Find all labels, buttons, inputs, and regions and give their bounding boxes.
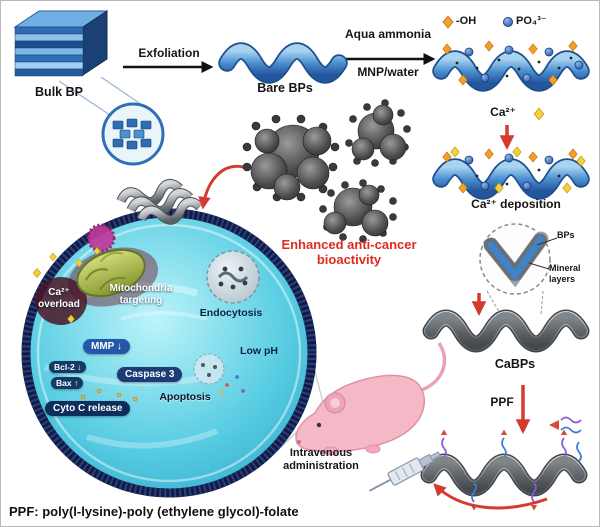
legend-po4-label: PO₄³⁻: [516, 15, 547, 27]
functionalized-sheet: [432, 40, 590, 92]
cancer-cell: [21, 208, 317, 498]
aqua-ammonia-label: Aqua ammonia: [344, 27, 431, 41]
ppf-polymer-icon: [549, 416, 582, 434]
mouse-nose: [297, 440, 301, 444]
magnifier-inset: [58, 76, 165, 166]
inset-bps-label: BPs: [557, 230, 575, 240]
mouse-tail: [418, 342, 447, 393]
ca-ion-label: Ca²⁺: [490, 105, 516, 119]
mito-targeting-label: Mitochondria targeting: [109, 283, 173, 306]
bare-bps-sheet: [218, 42, 348, 84]
ppf-label: PPF: [490, 395, 514, 409]
nanoparticle-cluster: [345, 99, 411, 167]
low-ph-label: Low pH: [240, 345, 278, 357]
ppf-sheet: [420, 429, 588, 511]
inset-mineral-label: Mineral layers: [549, 263, 581, 284]
enhanced-bioactivity-label: Enhanced anti-cancer bioactivity: [281, 237, 417, 268]
oh-diamond-icon: [442, 15, 454, 29]
ca-overload-region: [35, 277, 87, 325]
caspase3-badge: Caspase 3: [117, 367, 183, 382]
ppf-definition: PPF: poly(l-lysine)-poly (ethylene glyco…: [9, 504, 299, 519]
cross-section-inset: [479, 223, 558, 316]
ca-deposition-label: Ca²⁺ deposition: [471, 197, 561, 211]
cytoc-badge: Cyto C release: [45, 401, 131, 416]
bcl2-badge: Bcl-2 ↓: [49, 361, 87, 373]
cabps-sheet: [422, 309, 590, 353]
nanoparticle-cluster: [319, 179, 397, 243]
ca-ion-icon: [533, 107, 545, 121]
apoptosis-label: Apoptosis: [159, 391, 211, 403]
ca-deposited-sheet: [432, 146, 590, 200]
bulk-bp-label: Bulk BP: [35, 85, 83, 99]
injection-arrow: [433, 483, 548, 510]
syringe-icon: [368, 451, 441, 492]
bax-badge: Bax ↑: [51, 377, 84, 389]
ca-overload-label: Ca²⁺ overload: [38, 287, 80, 310]
mitochondria: [76, 248, 146, 298]
legend-oh-label: -OH: [456, 15, 477, 27]
iv-administration-label: Intravenous administration: [283, 447, 359, 472]
endosome: [206, 250, 260, 304]
mouse-eye: [316, 422, 322, 428]
nanoparticle-clusters: [242, 99, 411, 243]
exfoliation-label: Exfoliation: [138, 46, 200, 60]
mouse: [295, 342, 447, 456]
mnp-water-label: MNP/water: [357, 65, 419, 79]
degrading-vesicle: [193, 353, 245, 395]
uptake-arrow: [198, 164, 250, 210]
endocytosis-label: Endocytosis: [199, 307, 263, 319]
po4-sphere-icon: [502, 16, 514, 28]
bulk-bp-stack: [13, 10, 109, 77]
membrane-organelle: [86, 223, 116, 253]
membrane-crossing-sheets: [116, 178, 204, 225]
nanoparticle-cluster: [242, 114, 340, 202]
cabps-label: CaBPs: [494, 357, 536, 371]
bare-bps-label: Bare BPs: [257, 81, 313, 95]
mmp-badge: MMP ↓: [83, 339, 130, 354]
